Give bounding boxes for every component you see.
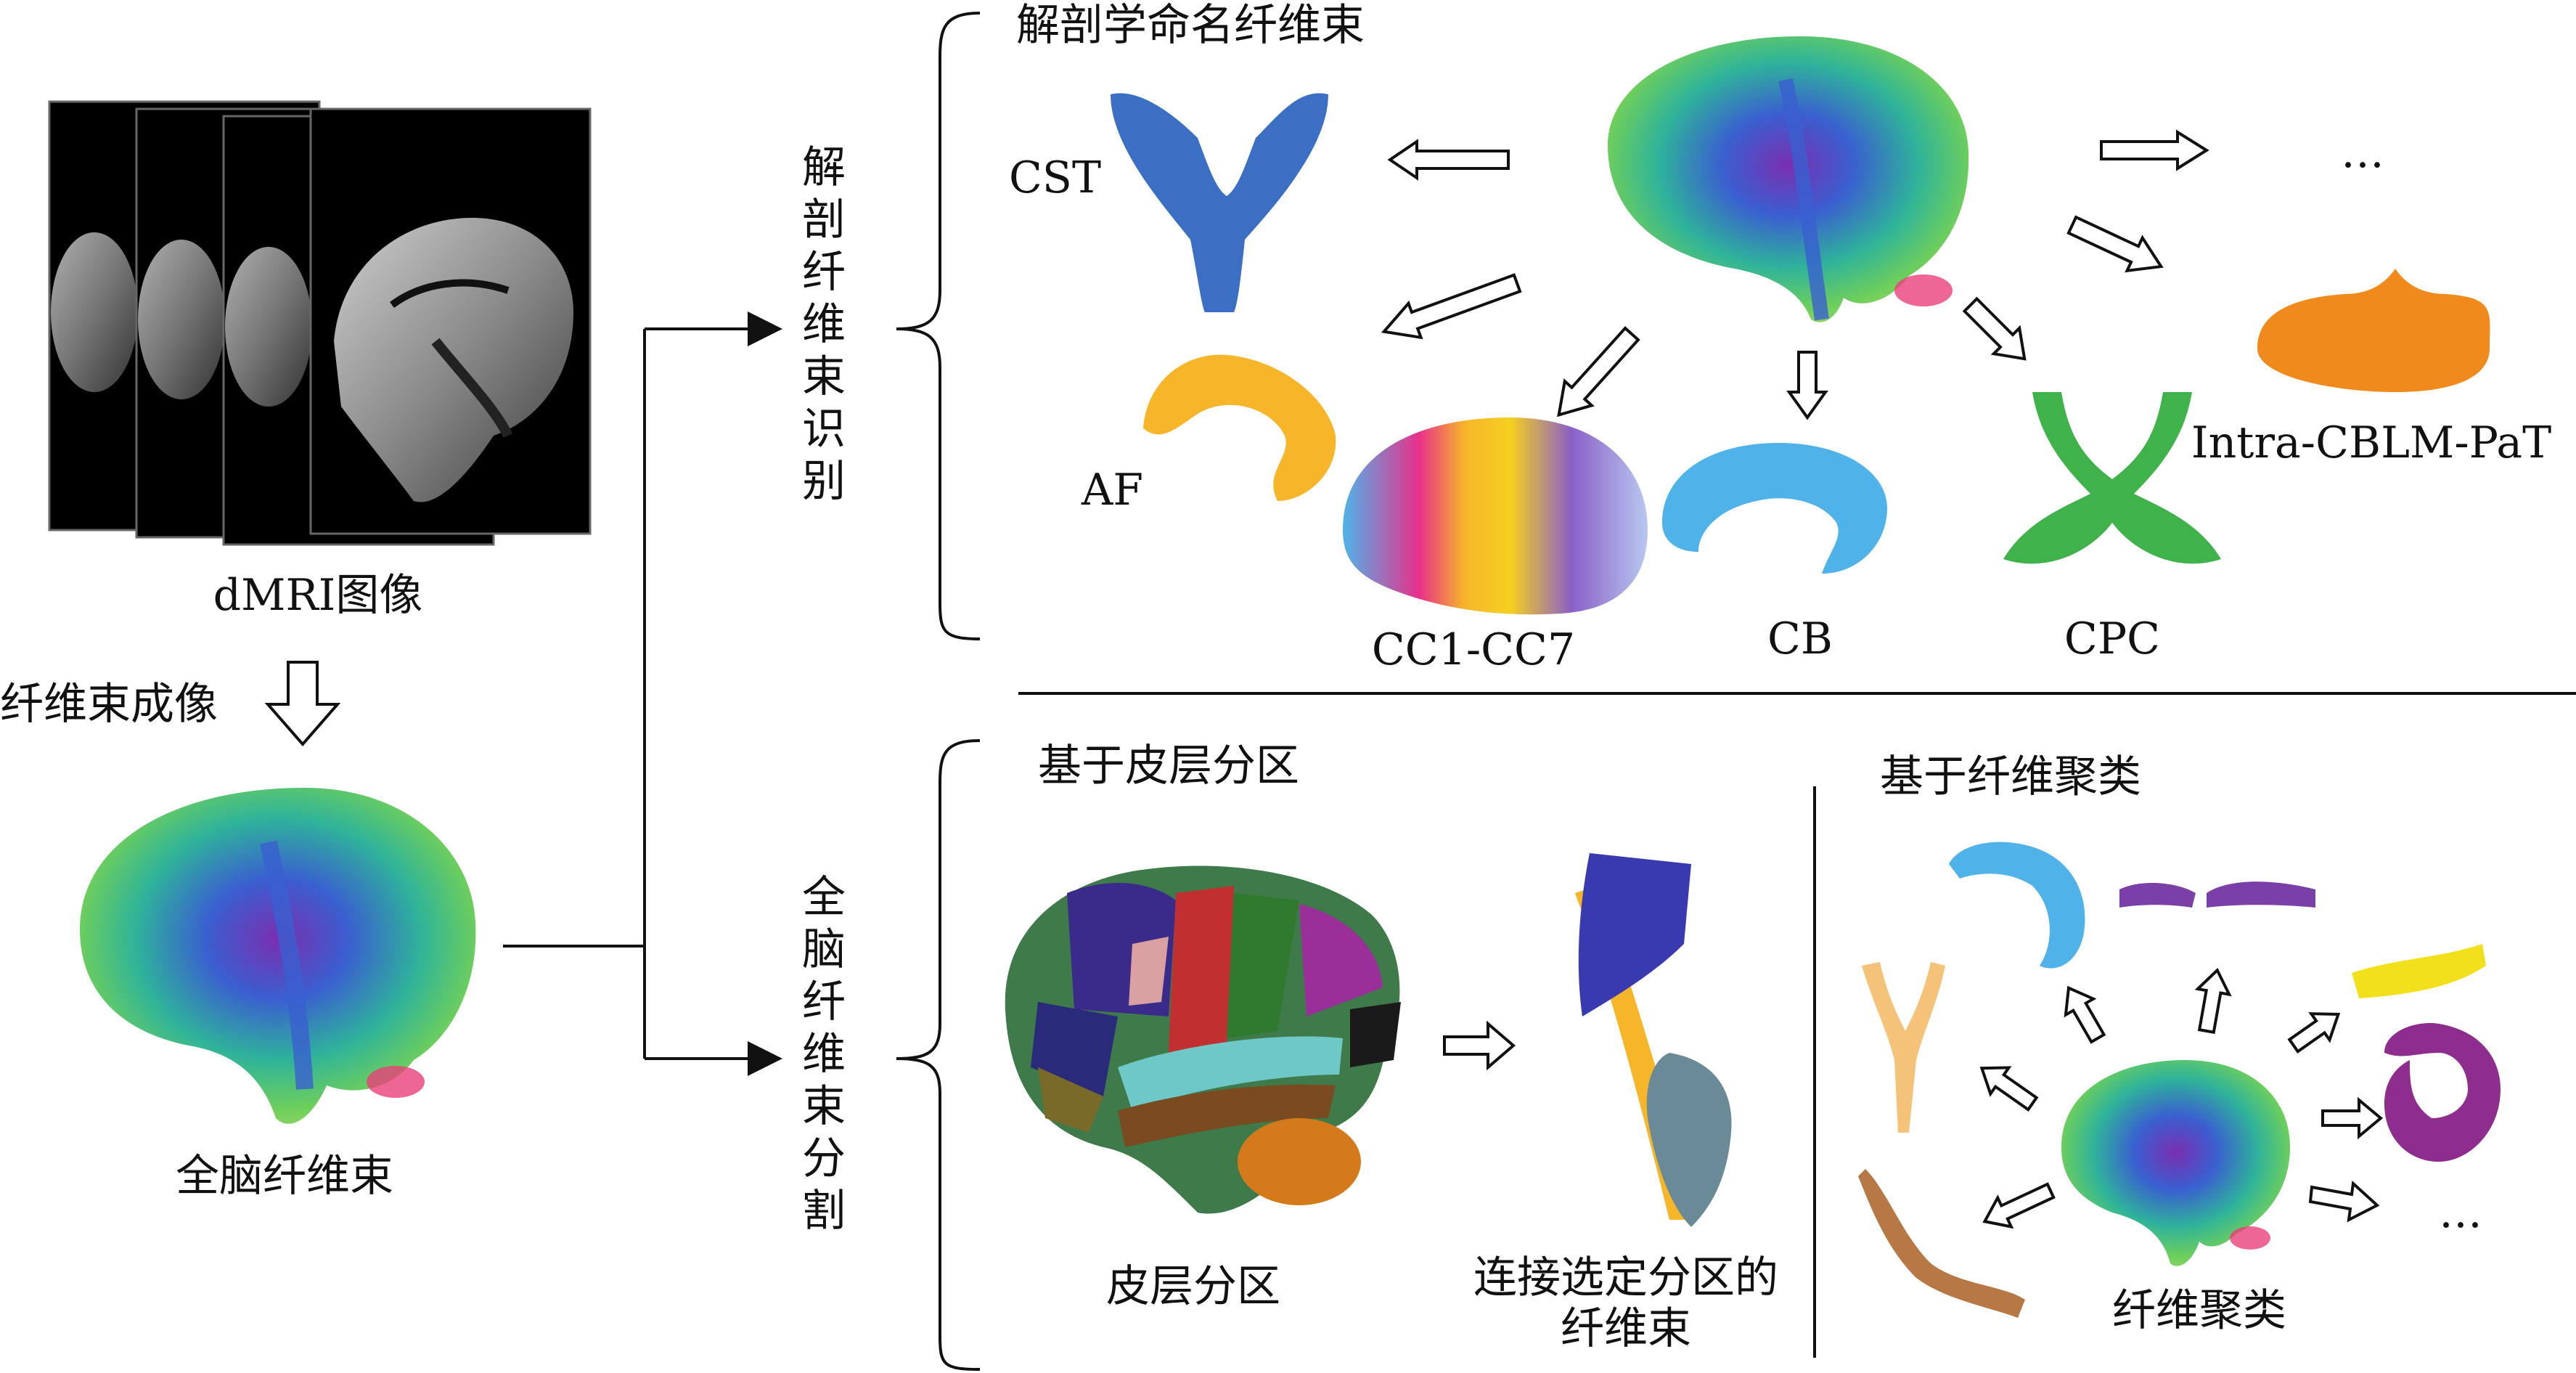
bottom-more-label: … (2439, 1187, 2482, 1238)
cortical-parcellation-brain (1005, 865, 1401, 1214)
cluster-magenta (2384, 1023, 2501, 1162)
selected-region-bundle (1575, 853, 1732, 1227)
intra-cblm-pat-bundle (2257, 269, 2490, 392)
arrow-to-cst (1387, 139, 1510, 181)
bottom-right-title: 基于纤维聚类 (1880, 751, 2141, 802)
cb-bundle (1662, 443, 1887, 574)
bottom-left-title: 基于皮层分区 (1038, 741, 1299, 791)
intra-cblm-pat-label: Intra-CBLM-PaT (2191, 417, 2552, 468)
cluster-center-tractogram (2061, 1060, 2290, 1266)
cluster-cyan (1949, 842, 2085, 969)
wholebrain-tractogram (80, 788, 476, 1124)
arrow-to-cc (1557, 326, 1640, 417)
af-bundle (1143, 354, 1336, 501)
cluster-bundles (1858, 842, 2501, 1318)
arrow-parcellation-to-bundle (1443, 1020, 1516, 1071)
arrow-to-cb (1786, 351, 1828, 420)
arrow-to-af (1381, 273, 1522, 340)
wholebrain-label: 全脑纤维束 (176, 1151, 393, 1202)
arrow-to-more (2100, 129, 2209, 171)
af-label: AF (1081, 465, 1143, 516)
cluster-peach (1862, 962, 1945, 1133)
arrow-to-cpc (1962, 296, 2027, 361)
anatomical-branch-label: 解剖纤维束识别 (802, 142, 846, 507)
dmri-image-stack (48, 100, 592, 546)
cluster-hollow-arrows (1979, 967, 2384, 1229)
selected-bundle-label-line1: 连接选定分区的 (1473, 1252, 1778, 1303)
cst-bundle (1111, 93, 1328, 312)
cc-bundle (1343, 417, 1648, 615)
cpc-label: CPC (2064, 614, 2161, 664)
clusters-label: 纤维聚类 (2112, 1285, 2286, 1336)
parcellation-label: 皮层分区 (1106, 1261, 1280, 1312)
cluster-brown (1858, 1169, 2025, 1318)
down-hollow-arrow (264, 661, 341, 747)
wholebrain-branch-label: 全脑纤维束分割 (802, 872, 846, 1236)
cluster-purple (2119, 881, 2315, 908)
top-center-tractogram (1608, 36, 1969, 322)
top-brace (896, 12, 981, 640)
branch-connectors (503, 311, 782, 1076)
dmri-label: dMRI图像 (213, 570, 423, 621)
cb-label: CB (1767, 614, 1833, 664)
cluster-yellow (2352, 944, 2486, 998)
cc-label: CC1-CC7 (1371, 624, 1576, 675)
arrow-to-intra (2066, 215, 2164, 273)
bottom-brace (896, 739, 981, 1371)
top-more-label: … (2341, 127, 2384, 178)
top-panel-title: 解剖学命名纤维束 (1016, 0, 1365, 51)
top-hollow-arrows (1381, 129, 2209, 420)
cst-label: CST (1009, 152, 1102, 203)
tractography-label: 纤维束成像 (0, 679, 218, 730)
cpc-bundle (2003, 392, 2221, 564)
selected-bundle-label-line2: 纤维束 (1561, 1303, 1691, 1354)
